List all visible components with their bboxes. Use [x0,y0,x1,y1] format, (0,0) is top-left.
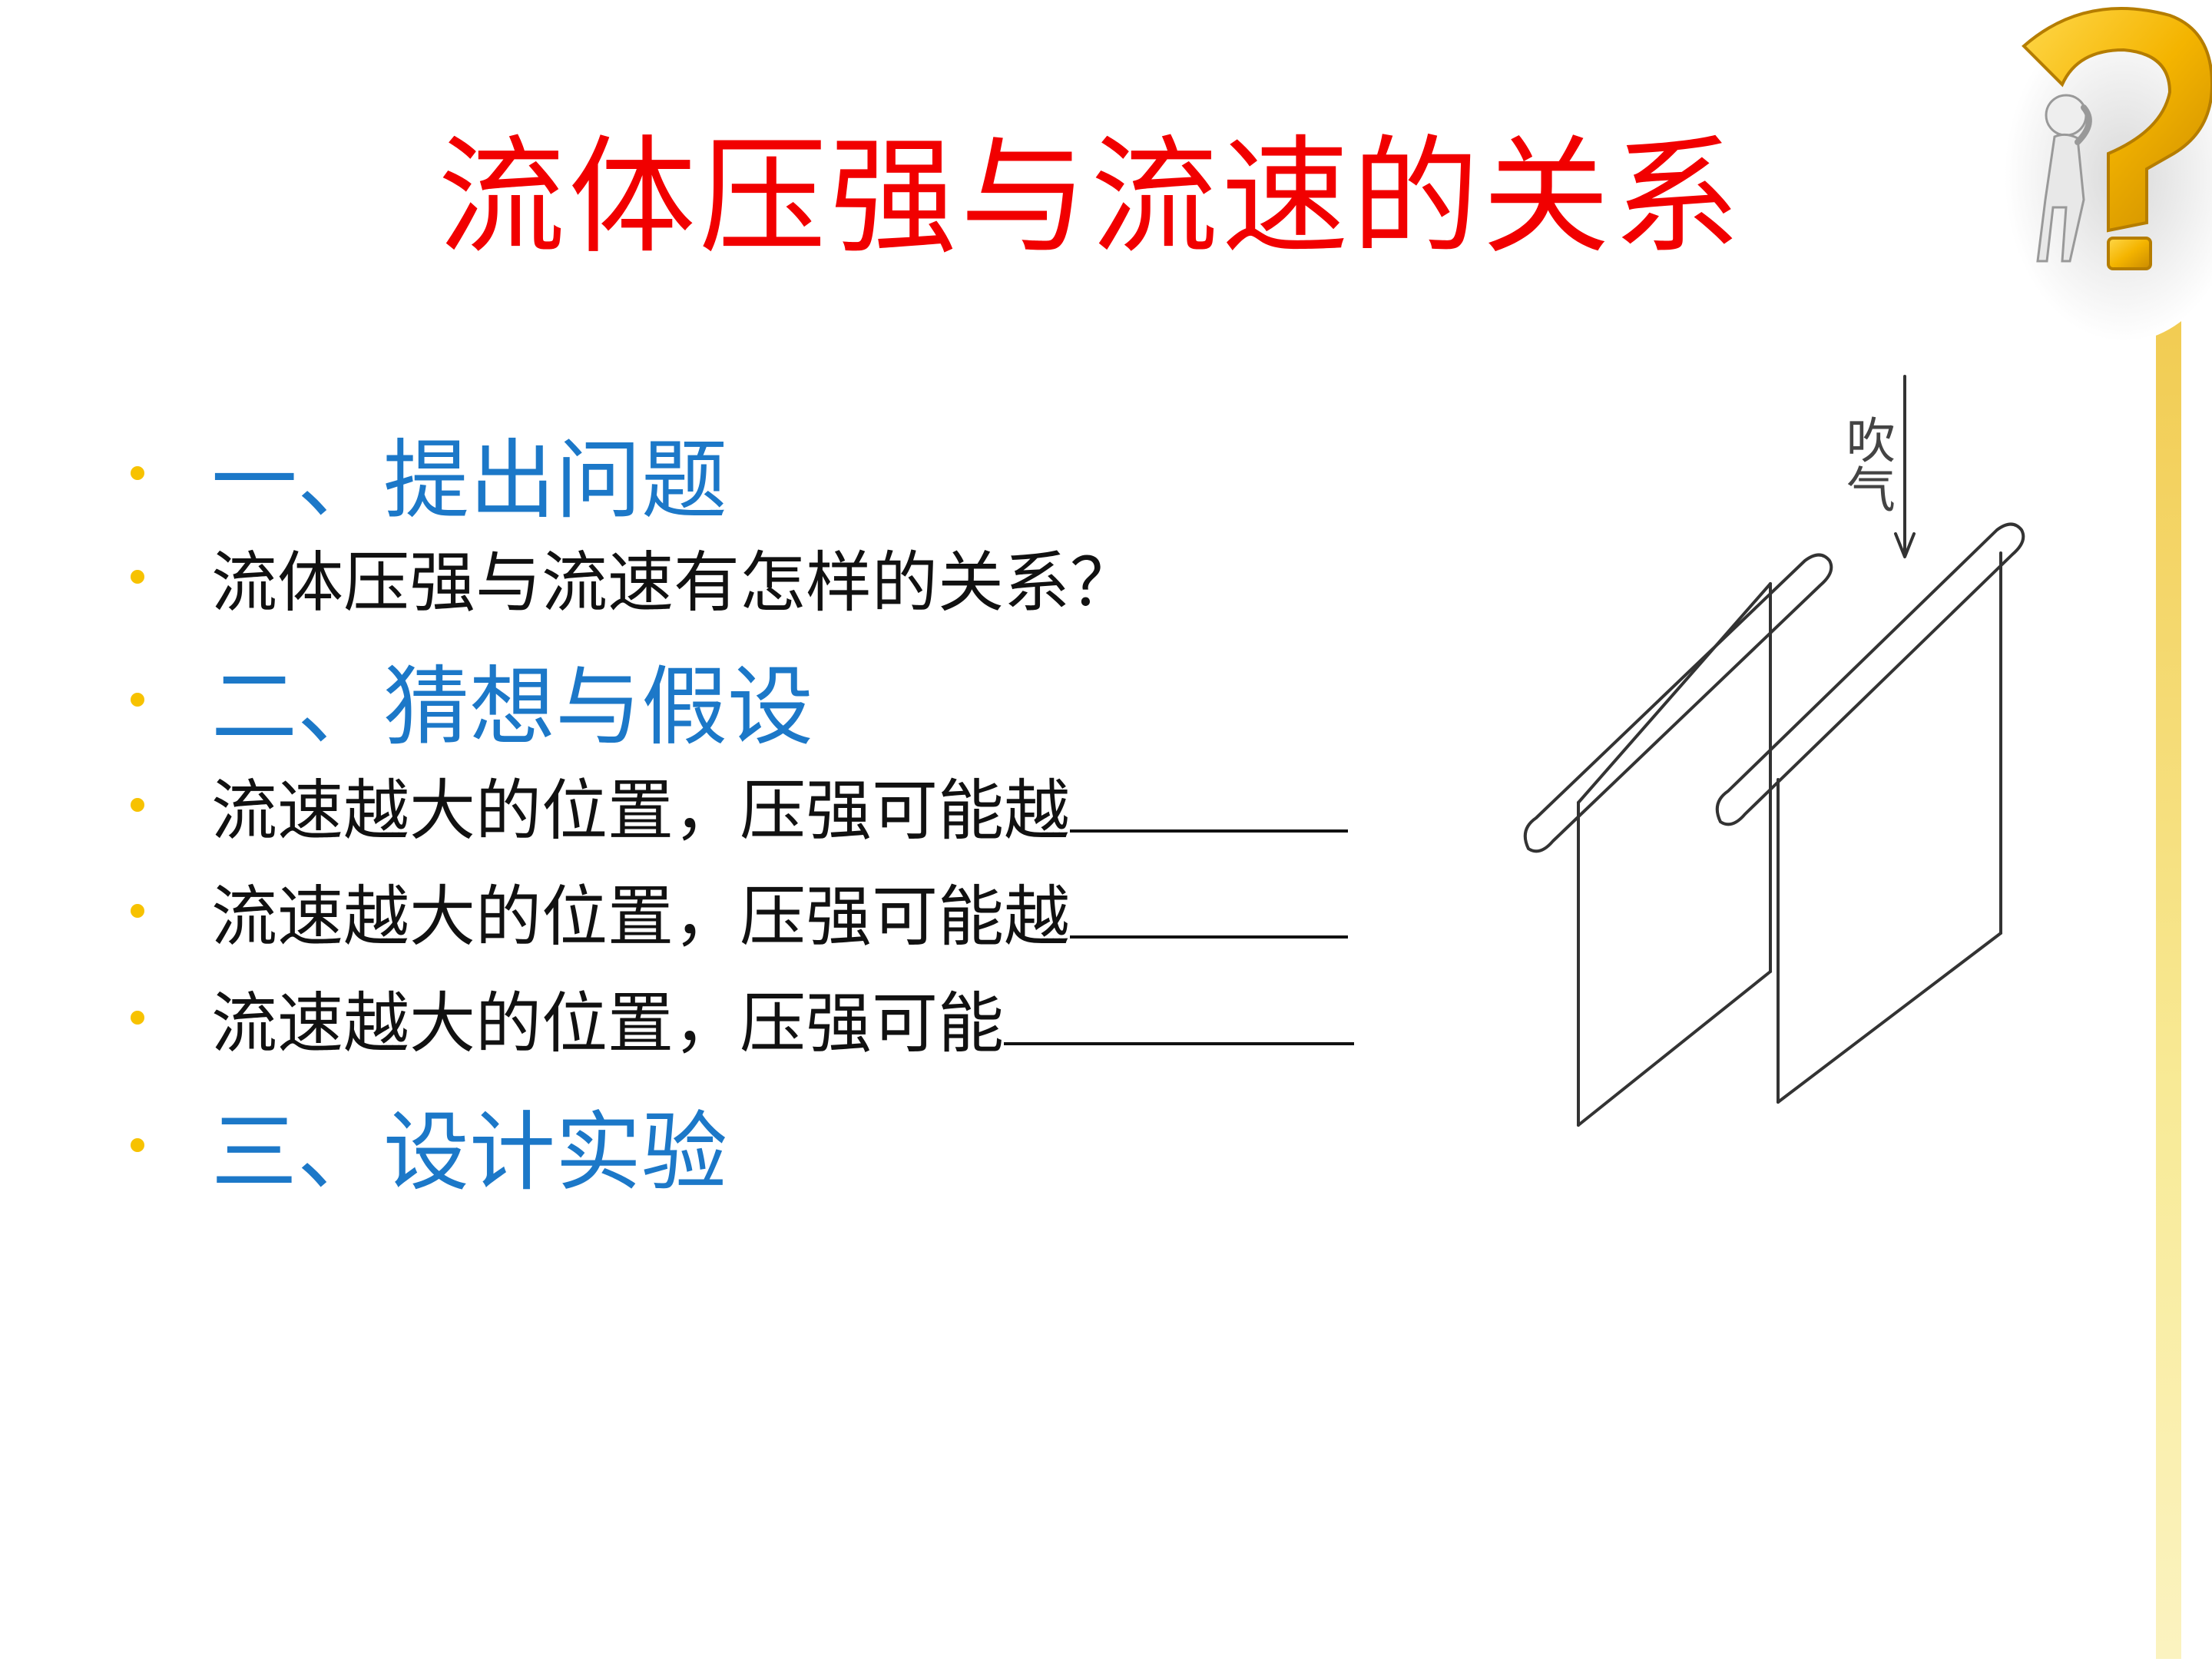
bullet-dot [131,569,144,584]
bullet-dot [131,1138,144,1152]
hypothesis-text-1: 流速越大的位置，压强可能越 [211,773,1070,849]
left-paper-strip [1523,553,1833,1127]
answer-blank-2[interactable] [1070,935,1348,939]
answer-blank-1[interactable] [1070,829,1348,833]
heading-propose-question: 一、提出问题 [211,431,727,531]
bullet-dot [131,693,144,707]
paper-strips-diagram: 吹气 [1505,369,2058,1137]
bullet-dot [131,903,144,918]
bullet-dot [131,797,144,812]
list-item-heading-1: 一、提出问题 [131,411,727,535]
bullet-dot [131,466,144,480]
hypothesis-text-2: 流速越大的位置，压强可能越 [211,879,1070,955]
list-item-hypothesis-2: 流速越大的位置，压强可能越 [131,862,1348,958]
blow-label: 吹气 [1838,415,1895,513]
list-item-hypothesis-3: 流速越大的位置，压强可能 [131,969,1354,1065]
blow-arrow-head [1894,532,1916,558]
list-item-question: 流体压强与流速有怎样的关系？ [131,528,1136,624]
list-item-hypothesis-1: 流速越大的位置，压强可能越 [131,757,1348,853]
paper-strips-diagram-svg: 吹气 [1523,375,2025,1127]
question-mark-figure-icon [2005,7,2212,1659]
right-paper-strip [1715,522,2025,1104]
answer-blank-3[interactable] [1004,1041,1354,1045]
heading-design-experiment: 三、设计实验 [211,1103,727,1203]
corner-decoration [1993,0,2212,1659]
bullet-dot [131,1010,144,1025]
list-item-heading-2: 二、猜想与假设 [131,637,813,762]
question-text: 流体压强与流速有怎样的关系？ [211,545,1136,621]
slide-title: 流体压强与流速的关系 [0,134,2212,262]
slide-title-text: 流体压强与流速的关系 [438,124,1743,272]
hypothesis-text-3: 流速越大的位置，压强可能 [211,985,1004,1062]
heading-hypothesis: 二、猜想与假设 [211,657,813,757]
list-item-heading-3: 三、设计实验 [131,1083,727,1207]
